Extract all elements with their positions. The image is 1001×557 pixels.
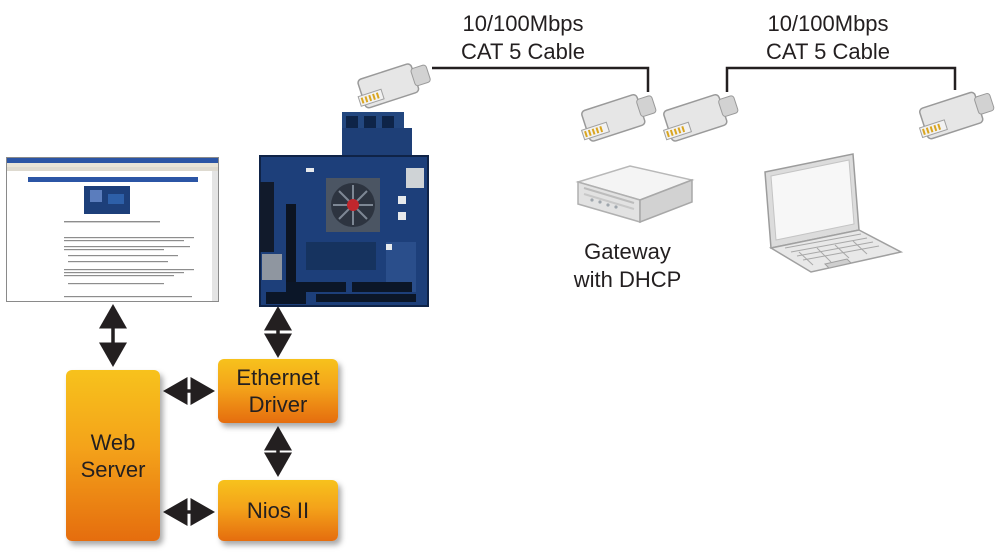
web-server-label-line1: Web xyxy=(90,429,136,455)
nios-ii-label: Nios II xyxy=(246,498,310,523)
browser-screenshot-icon xyxy=(6,157,219,302)
gateway-label: Gateway with DHCP xyxy=(550,238,705,294)
cable-label-1-line2: CAT 5 Cable xyxy=(461,39,585,64)
ethernet-driver-label-line2: Driver xyxy=(248,392,308,417)
laptop-icon xyxy=(764,153,904,273)
ethernet-driver-label-line1: Ethernet xyxy=(236,365,320,390)
gateway-label-line2: with DHCP xyxy=(573,267,682,292)
gateway-label-line1: Gateway xyxy=(584,239,671,264)
cable-label-2: 10/100Mbps CAT 5 Cable xyxy=(733,10,923,66)
fpga-board-icon xyxy=(259,112,429,307)
nios-ii-block: Nios II xyxy=(218,480,338,541)
rj45-connector-icon xyxy=(662,93,739,142)
rj45-connector-icon xyxy=(357,63,431,109)
web-server-block: Web Server xyxy=(66,370,160,541)
cable-line-2 xyxy=(725,66,957,92)
cable-line-1 xyxy=(432,66,650,92)
web-server-label-line2: Server xyxy=(80,456,146,482)
cable-label-1-line1: 10/100Mbps xyxy=(462,11,584,36)
ethernet-driver-block: Ethernet Driver xyxy=(218,359,338,423)
rj45-connector-icon xyxy=(918,91,995,140)
cable-label-2-line2: CAT 5 Cable xyxy=(766,39,890,64)
cable-label-2-line1: 10/100Mbps xyxy=(767,11,889,36)
cable-label-1: 10/100Mbps CAT 5 Cable xyxy=(428,10,618,66)
rj45-connector-icon xyxy=(580,93,657,142)
gateway-router-icon xyxy=(575,165,695,224)
